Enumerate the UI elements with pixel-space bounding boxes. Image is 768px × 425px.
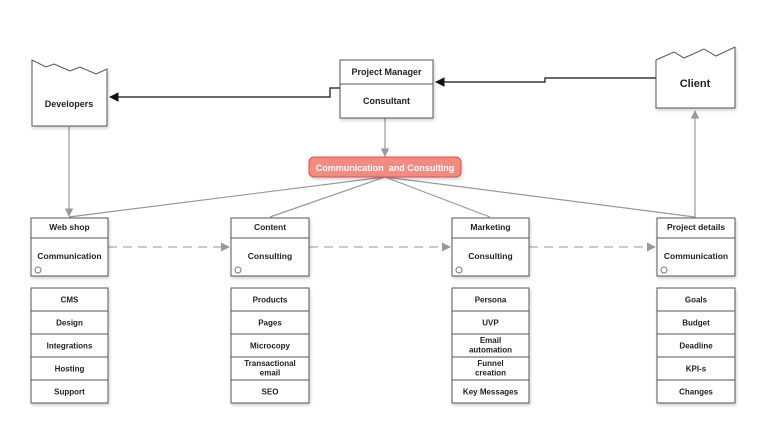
wrap-line: Funnel bbox=[477, 359, 503, 368]
list-item[interactable]: Products bbox=[253, 296, 288, 305]
column-subtitle: Communication bbox=[37, 251, 101, 261]
column-projectdetails[interactable]: Project details Communication bbox=[656, 217, 736, 277]
list-item[interactable]: Changes bbox=[679, 388, 713, 397]
column-subtitle: Consulting bbox=[248, 251, 292, 261]
list-item[interactable]: Hosting bbox=[55, 365, 85, 374]
column-marketing[interactable]: Marketing Consulting bbox=[451, 217, 530, 277]
hub-pill bbox=[308, 156, 462, 178]
edge-hub-to-marketing bbox=[384, 176, 491, 218]
list-item[interactable]: Goals bbox=[685, 296, 708, 305]
column-webshop[interactable]: Web shop Communication bbox=[30, 217, 109, 277]
list-item[interactable]: Budget bbox=[682, 319, 710, 328]
project-manager-node[interactable]: Project Manager Consultant bbox=[339, 59, 434, 119]
list-item[interactable]: Support bbox=[54, 388, 85, 397]
list-item[interactable]: CMS bbox=[61, 296, 79, 305]
gear-icon bbox=[234, 266, 242, 274]
wrap-line: automation bbox=[469, 346, 512, 355]
list-item[interactable]: Integrations bbox=[47, 342, 93, 351]
column-title: Marketing bbox=[470, 222, 510, 232]
pm-subtitle: Consultant bbox=[363, 96, 410, 106]
list-item[interactable]: KPI-s bbox=[686, 365, 707, 374]
edge-pm-to-developers bbox=[109, 87, 340, 102]
list-item[interactable]: Design bbox=[56, 319, 83, 328]
gear-icon bbox=[455, 266, 463, 274]
gear-icon bbox=[34, 266, 42, 274]
list-item[interactable]: SEO bbox=[262, 388, 279, 397]
list-item[interactable]: UVP bbox=[482, 319, 499, 328]
wrap-line: Email bbox=[480, 336, 501, 345]
wrap-line: email bbox=[260, 369, 280, 378]
list-item[interactable]: Deadline bbox=[679, 342, 713, 351]
column-content[interactable]: Content Consulting bbox=[230, 217, 310, 277]
client-node[interactable]: Client bbox=[655, 46, 736, 109]
edge-hub-to-content bbox=[269, 176, 386, 218]
edge-hub-to-projectdetails bbox=[384, 176, 696, 218]
gear-icon bbox=[660, 266, 668, 274]
list-projectdetails: Goals Budget Deadline KPI-s Changes bbox=[656, 287, 736, 404]
developers-label: Developers bbox=[45, 99, 94, 109]
column-title: Web shop bbox=[49, 222, 89, 232]
list-item[interactable]: Microcopy bbox=[250, 342, 291, 351]
list-item[interactable]: Key Messages bbox=[463, 388, 519, 397]
wrap-line: creation bbox=[475, 369, 506, 378]
client-label: Client bbox=[680, 78, 711, 90]
wrap-line: Transactional bbox=[244, 359, 296, 368]
list-webshop: CMS Design Integrations Hosting Support bbox=[30, 287, 109, 404]
edge-hub-to-webshop bbox=[68, 176, 386, 218]
developers-node[interactable]: Developers bbox=[31, 59, 108, 127]
factory-icon bbox=[655, 46, 736, 109]
hub-label: Communication and Consulting bbox=[316, 163, 455, 173]
column-subtitle: Communication bbox=[664, 251, 728, 261]
edge-client-to-pm bbox=[435, 77, 656, 87]
column-subtitle: Consulting bbox=[468, 251, 512, 261]
column-title: Content bbox=[254, 222, 286, 232]
list-item[interactable]: Pages bbox=[258, 319, 282, 328]
factory-icon bbox=[31, 59, 108, 127]
pm-title: Project Manager bbox=[351, 67, 422, 77]
list-item[interactable]: Persona bbox=[475, 296, 507, 305]
column-title: Project details bbox=[667, 222, 725, 232]
hub-node[interactable]: Communication and Consulting bbox=[308, 156, 462, 178]
